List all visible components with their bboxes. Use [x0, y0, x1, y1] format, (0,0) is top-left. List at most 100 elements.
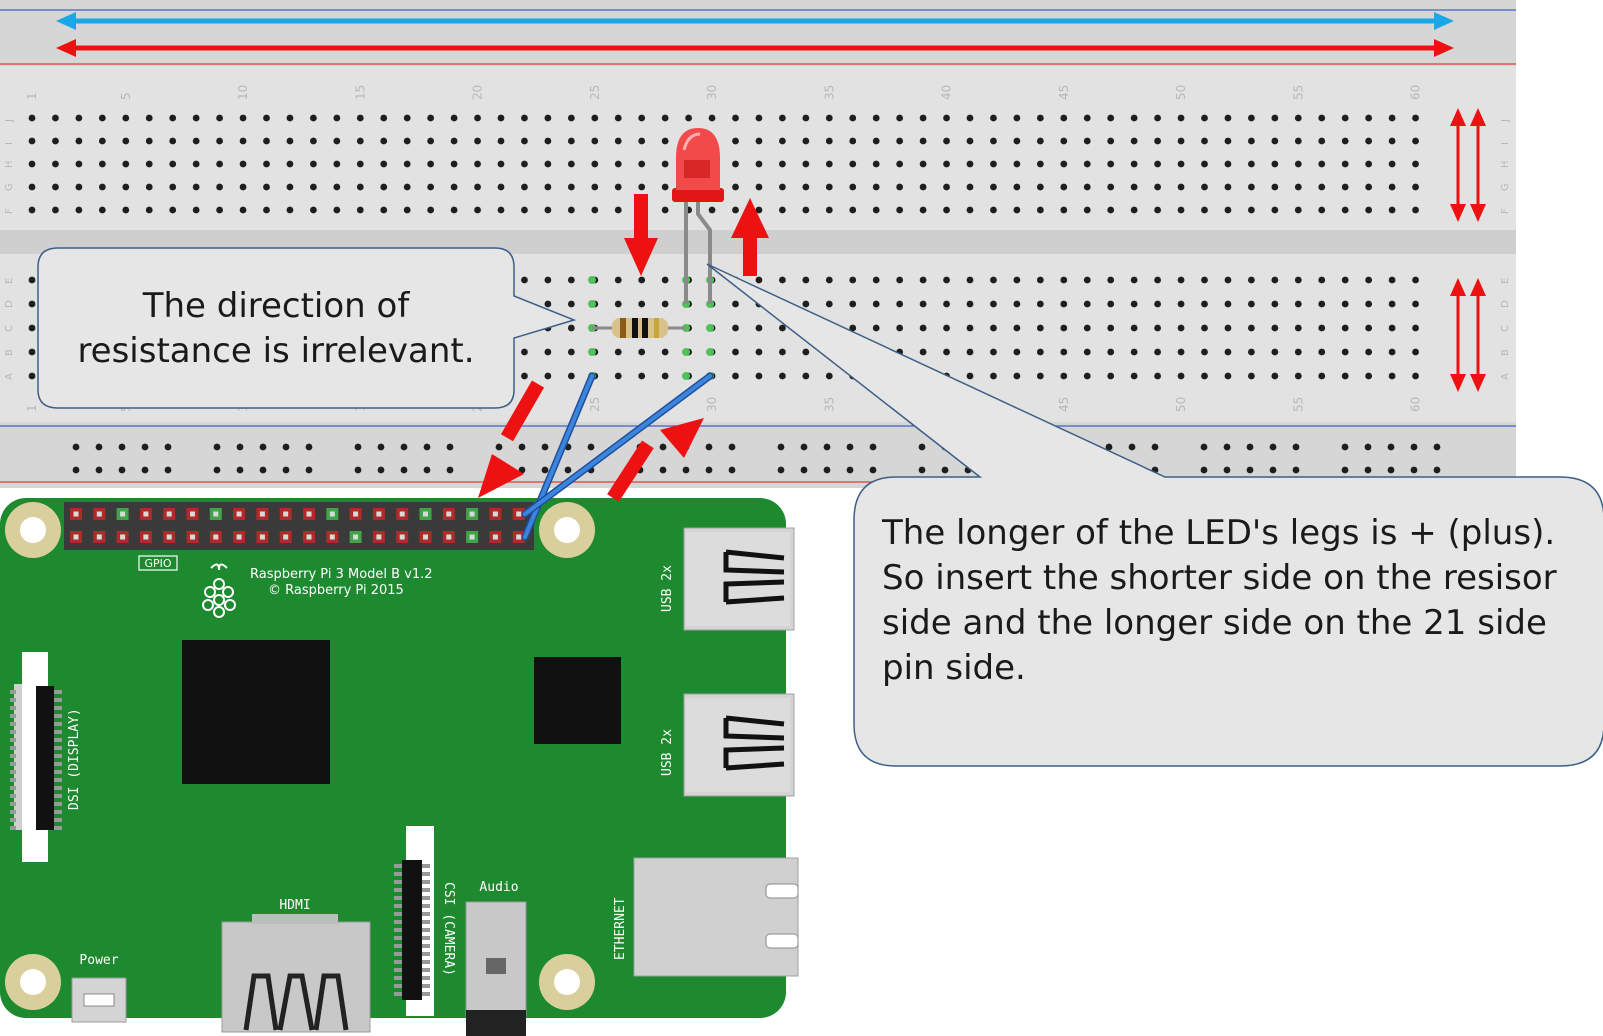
breadboard-hole	[849, 276, 857, 284]
rail-hole	[777, 466, 785, 474]
breadboard-hole	[1271, 137, 1279, 145]
breadboard-hole	[567, 300, 575, 308]
led-callout-line-2: So insert the shorter side on the resiso…	[882, 558, 1557, 598]
breadboard-hole	[1341, 206, 1349, 214]
breadboard-hole	[1177, 324, 1185, 332]
rail-hole	[777, 443, 785, 451]
breadboard-hole	[380, 206, 388, 214]
breadboard-hole	[1036, 372, 1044, 380]
row-letter: H	[4, 160, 15, 168]
breadboard-hole	[943, 300, 950, 308]
breadboard-hole	[614, 114, 622, 122]
breadboard-hole	[28, 276, 36, 284]
rail-hole	[800, 443, 808, 451]
breadboard-hole	[169, 206, 177, 214]
rail-hole	[846, 466, 854, 474]
row-letter: C	[4, 325, 15, 332]
column-connection-arrows	[1450, 108, 1486, 392]
rail-hole	[846, 443, 854, 451]
breadboard-hole	[1318, 372, 1326, 380]
breadboard-hole	[310, 160, 317, 168]
breadboard-hole	[28, 183, 36, 191]
breadboard-hole	[661, 114, 669, 122]
breadboard-hole	[943, 183, 950, 191]
breadboard-hole	[1154, 324, 1161, 332]
audio-jack	[465, 901, 527, 1036]
breadboard-hole	[52, 206, 59, 214]
breadboard-hole	[497, 137, 505, 145]
breadboard-hole	[1060, 348, 1068, 356]
breadboard-hole	[567, 183, 575, 191]
breadboard-hole	[1388, 160, 1396, 168]
column-number-top: 5	[119, 92, 133, 100]
breadboard-hole	[1013, 348, 1021, 356]
breadboard-hole	[896, 206, 904, 214]
rail-hole	[705, 443, 713, 451]
rail-hole	[1200, 443, 1208, 451]
breadboard-hole	[1154, 300, 1161, 308]
breadboard-hole	[52, 137, 59, 145]
power-rail-arrows	[56, 12, 1454, 57]
breadboard-hole	[1013, 372, 1021, 380]
breadboard-hole	[1365, 160, 1373, 168]
resistor-callout-line-2: resistance is irrelevant.	[77, 331, 474, 371]
row-letter: H	[1500, 160, 1511, 168]
breadboard-hole	[1294, 183, 1302, 191]
breadboard-hole	[1201, 160, 1208, 168]
breadboard-hole	[310, 183, 317, 191]
rail-hole	[1292, 443, 1300, 451]
breadboard-hole	[638, 300, 646, 308]
breadboard-hole	[544, 114, 552, 122]
breadboard-hole	[1248, 160, 1255, 168]
breadboard-hole	[1201, 114, 1208, 122]
breadboard-hole	[1107, 160, 1115, 168]
breadboard-hole	[591, 160, 599, 168]
breadboard-hole	[521, 206, 528, 214]
jumper-wires	[521, 372, 714, 541]
breadboard-hole	[661, 348, 669, 356]
breadboard-hole	[1036, 206, 1044, 214]
row-letter: E	[4, 278, 15, 284]
breadboard-hole	[1388, 137, 1396, 145]
column-number-top: 10	[236, 85, 250, 100]
breadboard-hole	[896, 137, 904, 145]
rail-hole	[213, 466, 221, 474]
dsi-display-label: DSI (DISPLAY)	[67, 708, 82, 810]
breadboard-hole	[614, 160, 622, 168]
breadboard-hole	[802, 300, 810, 308]
breadboard-hole	[1365, 206, 1373, 214]
breadboard-hole	[216, 137, 224, 145]
breadboard-hole	[1271, 276, 1279, 284]
breadboard-hole	[169, 160, 177, 168]
rail-hole	[1246, 443, 1254, 451]
breadboard-hole	[802, 206, 810, 214]
breadboard-hole	[896, 324, 904, 332]
breadboard-hole	[380, 114, 388, 122]
breadboard-hole	[1036, 300, 1044, 308]
breadboard-hole	[990, 324, 997, 332]
breadboard-hole	[872, 324, 880, 332]
column-number-top: 45	[1057, 85, 1071, 100]
breadboard-hole	[1318, 324, 1326, 332]
breadboard-hole	[990, 183, 997, 191]
breadboard-hole	[1036, 324, 1044, 332]
rail-hole	[423, 443, 431, 451]
breadboard-hole	[1412, 300, 1419, 308]
breadboard-hole	[849, 137, 857, 145]
breadboard-hole	[919, 183, 927, 191]
breadboard-hole	[122, 206, 130, 214]
rail-hole	[1341, 466, 1349, 474]
breadboard-hole	[192, 160, 200, 168]
breadboard-hole	[1013, 206, 1021, 214]
breadboard-hole	[1036, 276, 1044, 284]
breadboard-hole	[216, 114, 224, 122]
breadboard-hole	[614, 137, 622, 145]
breadboard-hole	[919, 114, 927, 122]
breadboard-hole	[521, 114, 528, 122]
rail-hole	[1364, 466, 1372, 474]
breadboard-hole	[1083, 324, 1091, 332]
rail-hole	[659, 466, 667, 474]
rail-hole	[141, 466, 149, 474]
pi-copyright-text: © Raspberry Pi 2015	[268, 583, 404, 598]
breadboard-hole	[943, 114, 950, 122]
